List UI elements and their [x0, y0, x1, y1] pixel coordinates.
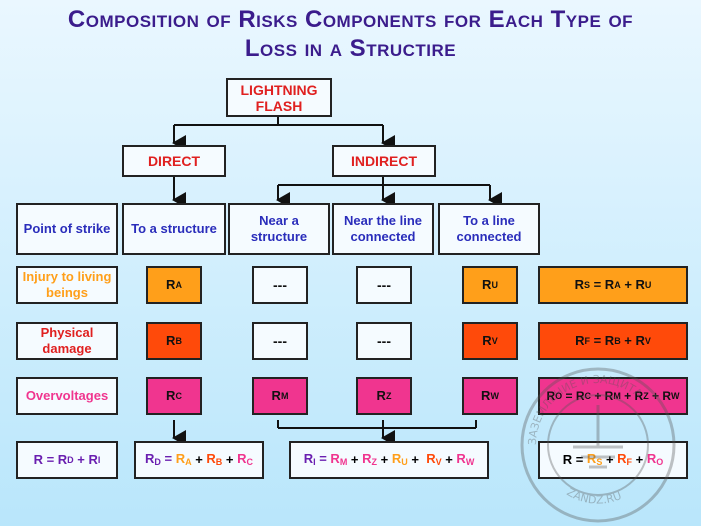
zandz-watermark-logo: ЗАЗЕМЛЕНИЕ И ЗАЩИТА ZANDZ.RU: [520, 367, 676, 523]
title-line-1: Composition of Risks Components for Each…: [67, 6, 634, 33]
indirect-box: INDIRECT: [332, 145, 436, 177]
svg-text:ЗАЗЕМЛЕНИЕ И ЗАЩИТА: ЗАЗЕМЛЕНИЕ И ЗАЩИТА: [526, 373, 645, 445]
column-point-of-strike: Point of strike: [16, 203, 118, 255]
lightning-flash-box: LIGHTNING FLASH: [226, 78, 332, 117]
cell-injury-near-structure: ---: [252, 266, 308, 304]
row-overvoltages: Overvoltages: [16, 377, 118, 415]
column-to-line: To a line connected: [438, 203, 540, 255]
cell-physical-near-structure: ---: [252, 322, 308, 360]
formula-rd: RD = RA + RB + RC: [134, 441, 264, 479]
direct-box: DIRECT: [122, 145, 226, 177]
column-to-structure: To a structure: [122, 203, 226, 255]
cell-physical-near-line: ---: [356, 322, 412, 360]
column-near-structure: Near a structure: [228, 203, 330, 255]
column-near-line: Near the line connected: [332, 203, 434, 255]
row-physical-damage: Physical damage: [16, 322, 118, 360]
cell-injury-near-line: ---: [356, 266, 412, 304]
title-line-2: Loss in a Structire: [244, 35, 457, 62]
formula-ri: RI = RM + RZ + RU + RV + RW: [289, 441, 489, 479]
row-injury: Injury to living beings: [16, 266, 118, 304]
svg-text:ZANDZ.RU: ZANDZ.RU: [565, 485, 624, 506]
formula-r-sum: R = RS + RF + RO: [538, 441, 688, 479]
